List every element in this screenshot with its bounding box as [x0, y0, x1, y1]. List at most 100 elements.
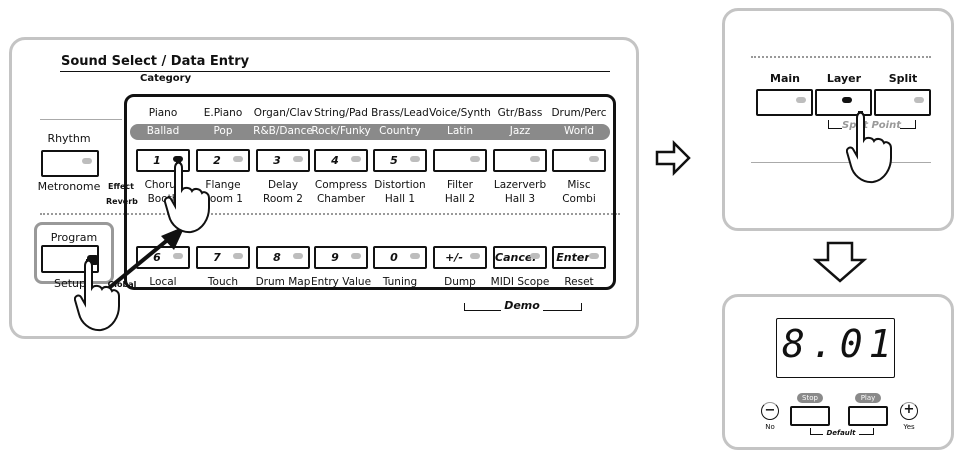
category-bar-label: Country	[379, 125, 421, 137]
main-button[interactable]	[756, 89, 813, 116]
data-key-5[interactable]: 0	[373, 246, 427, 269]
part-divider-bottom	[751, 162, 931, 163]
category-top-label: Piano	[148, 107, 178, 119]
category-key-8[interactable]	[552, 149, 606, 172]
category-key-5[interactable]: 5	[373, 149, 427, 172]
rhythm-label: Rhythm	[47, 132, 91, 145]
key-led	[173, 156, 183, 162]
key-led	[470, 253, 480, 259]
key-number: 9	[331, 251, 339, 264]
section-divider	[40, 213, 620, 215]
category-top-label: Brass/Lead	[371, 107, 429, 119]
display-panel	[722, 294, 954, 450]
rhythm-led	[82, 158, 92, 164]
rhythm-button[interactable]	[41, 150, 99, 177]
hand-pointer-program-icon	[74, 259, 120, 332]
data-key-label: Dump	[444, 276, 476, 288]
category-key-2[interactable]: 2	[196, 149, 250, 172]
key-number: 8	[273, 251, 281, 264]
key-led	[410, 156, 420, 162]
hand-pointer-icon	[164, 161, 210, 234]
category-top-label: Organ/Clav	[253, 107, 313, 119]
key-led	[293, 253, 303, 259]
data-key-6[interactable]: +/-	[433, 246, 487, 269]
metronome-label: Metronome	[37, 180, 101, 193]
effect-label: Effect	[108, 182, 134, 191]
category-top-label: String/Pad	[314, 107, 368, 119]
split-led	[914, 97, 924, 103]
key-led	[470, 156, 480, 162]
minus-button[interactable]	[761, 402, 779, 420]
reverb-name: Room 2	[263, 193, 303, 205]
key-number: 1	[153, 154, 161, 167]
reverb-name: Combi	[562, 193, 596, 205]
play-button[interactable]	[848, 406, 888, 426]
key-number: 0	[390, 251, 398, 264]
reverb-name: Hall 1	[384, 193, 416, 205]
effect-name: Lazerverb	[493, 179, 547, 191]
category-key-7[interactable]	[493, 149, 547, 172]
play-label: Play	[860, 394, 876, 402]
layer-led	[842, 97, 852, 103]
key-number: 3	[273, 154, 281, 167]
effect-name: Delay	[267, 179, 299, 191]
data-key-2[interactable]: 7	[196, 246, 250, 269]
data-key-4[interactable]: 9	[314, 246, 368, 269]
global-label: Global	[107, 280, 137, 289]
plus-button[interactable]	[900, 402, 918, 420]
category-bar-label: Rock/Funky	[311, 125, 371, 137]
part-select-panel	[722, 8, 954, 231]
data-key-1[interactable]: 6	[136, 246, 190, 269]
main-led	[796, 97, 806, 103]
category-key-3[interactable]: 3	[256, 149, 310, 172]
reverb-name: Hall 3	[504, 193, 536, 205]
key-number: 2	[213, 154, 221, 167]
data-key-label: Touch	[207, 276, 239, 288]
split-button[interactable]	[874, 89, 931, 116]
stop-button[interactable]	[790, 406, 830, 426]
lcd-display	[776, 318, 895, 378]
panel-title: Sound Select / Data Entry	[61, 54, 250, 69]
data-key-8[interactable]: Enter	[552, 246, 606, 269]
category-top-label: Drum/Perc	[551, 107, 607, 119]
category-top-label: Gtr/Bass	[497, 107, 543, 119]
data-key-3[interactable]: 8	[256, 246, 310, 269]
key-number: 5	[390, 154, 398, 167]
data-key-label: Reset	[564, 276, 594, 288]
stop-pill	[797, 393, 823, 403]
hand-pointer-layer-icon	[846, 111, 892, 184]
key-led	[589, 253, 599, 259]
program-label: Program	[50, 231, 98, 244]
key-number: 6	[153, 251, 161, 264]
key-led	[233, 253, 243, 259]
key-led	[233, 156, 243, 162]
key-led	[293, 156, 303, 162]
program-led	[87, 255, 99, 265]
category-top-label: Voice/Synth	[429, 107, 491, 119]
category-bar-label: R&B/Dance	[253, 125, 313, 137]
plus-symbol: +	[903, 402, 915, 417]
title-underline	[60, 71, 610, 72]
setup-label: Setup	[53, 277, 87, 290]
category-bar-label: Ballad	[146, 125, 180, 137]
key-number: Cancel	[495, 251, 537, 264]
effect-name: Misc	[567, 179, 591, 191]
category-bar-label: World	[563, 125, 595, 137]
minus-symbol: −	[764, 403, 776, 418]
category-bar	[130, 124, 610, 140]
main-label: Main	[770, 72, 800, 85]
data-key-7[interactable]: Cancel	[493, 246, 547, 269]
category-key-4[interactable]: 4	[314, 149, 368, 172]
key-led	[530, 253, 540, 259]
key-led	[410, 253, 420, 259]
key-led	[351, 156, 361, 162]
category-top-label: E.Piano	[203, 107, 243, 119]
part-divider-top	[751, 56, 931, 58]
key-number: 7	[213, 251, 221, 264]
category-key-6[interactable]	[433, 149, 487, 172]
reverb-name: Chamber	[316, 193, 366, 205]
key-led	[530, 156, 540, 162]
down-arrow-icon	[812, 241, 868, 283]
play-pill	[855, 393, 881, 403]
data-key-label: MIDI Scope	[490, 276, 550, 288]
